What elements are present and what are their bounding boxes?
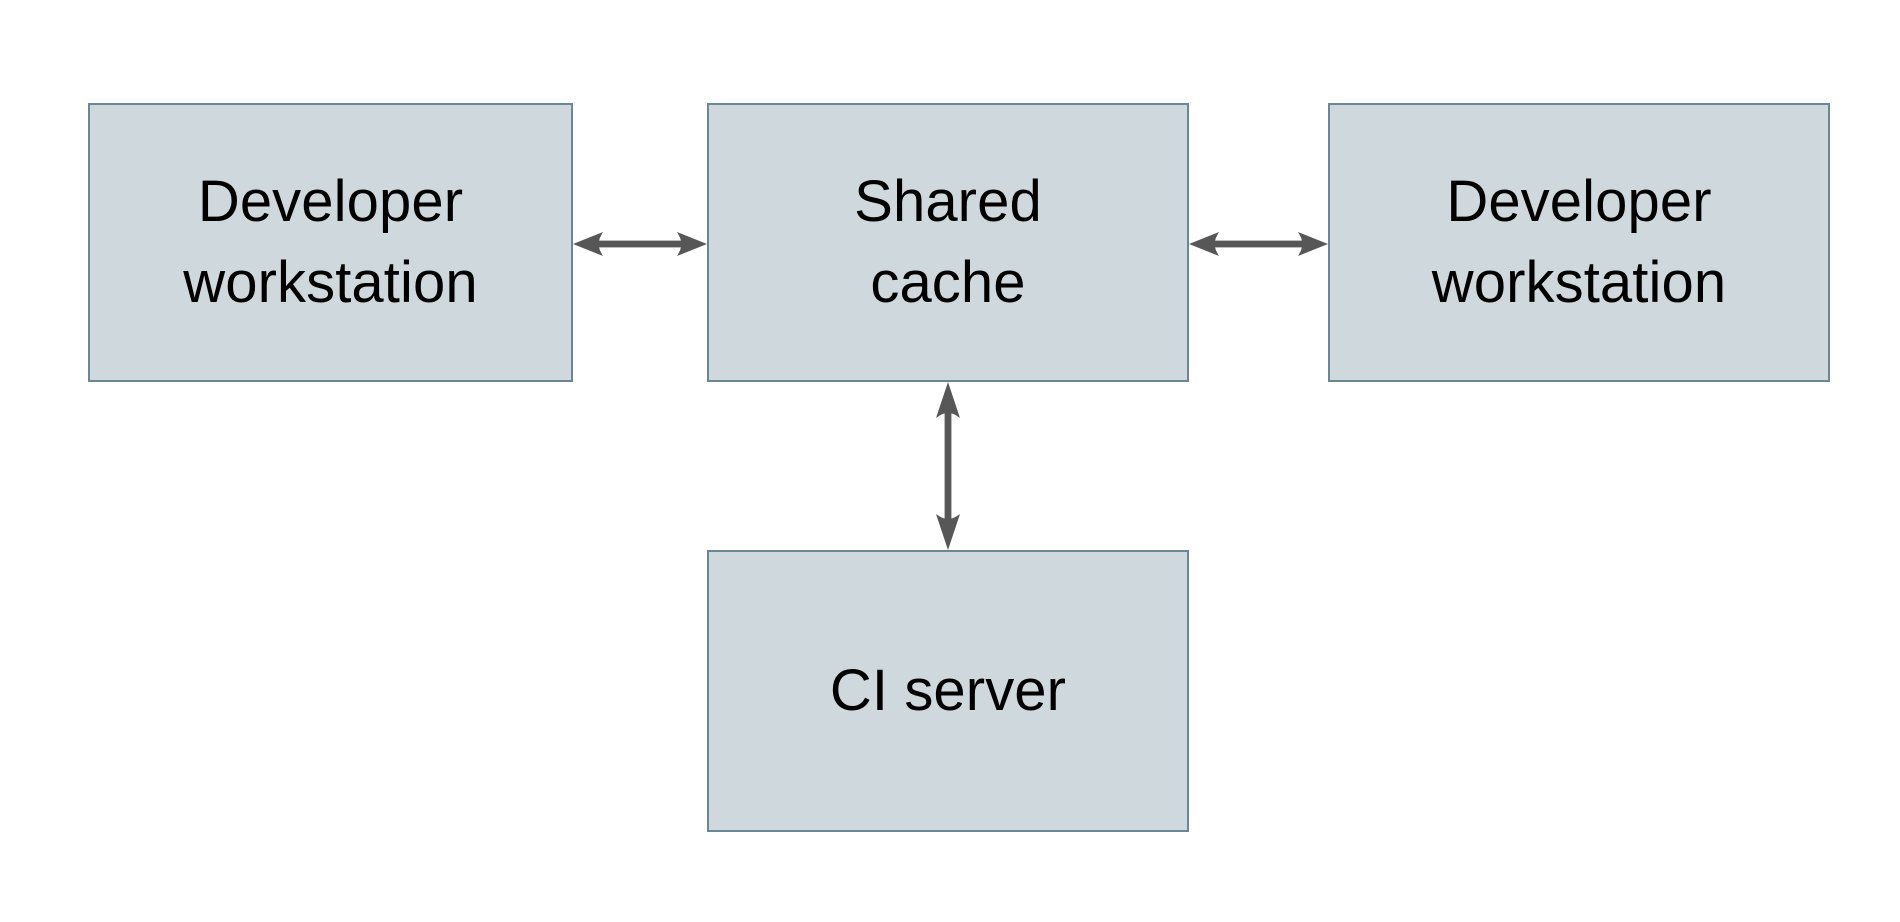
connector-dev-left-to-shared-cache[interactable]: [573, 218, 707, 270]
node-label: Developer workstation: [183, 169, 478, 315]
node-developer-workstation-left[interactable]: Developer workstation: [88, 103, 573, 382]
node-label: CI server: [829, 657, 1067, 723]
node-ci-server[interactable]: CI server: [707, 550, 1189, 832]
connector-shared-cache-to-ci-server[interactable]: [922, 382, 974, 550]
node-developer-workstation-right[interactable]: Developer workstation: [1328, 103, 1830, 382]
double-arrow-icon: [936, 382, 960, 550]
double-arrow-icon: [1189, 232, 1328, 256]
node-shared-cache[interactable]: Shared cache: [707, 103, 1189, 382]
node-label: Shared cache: [854, 169, 1042, 315]
double-arrow-icon: [573, 232, 707, 256]
connector-shared-cache-to-dev-right[interactable]: [1189, 218, 1328, 270]
node-label: Developer workstation: [1431, 169, 1727, 315]
